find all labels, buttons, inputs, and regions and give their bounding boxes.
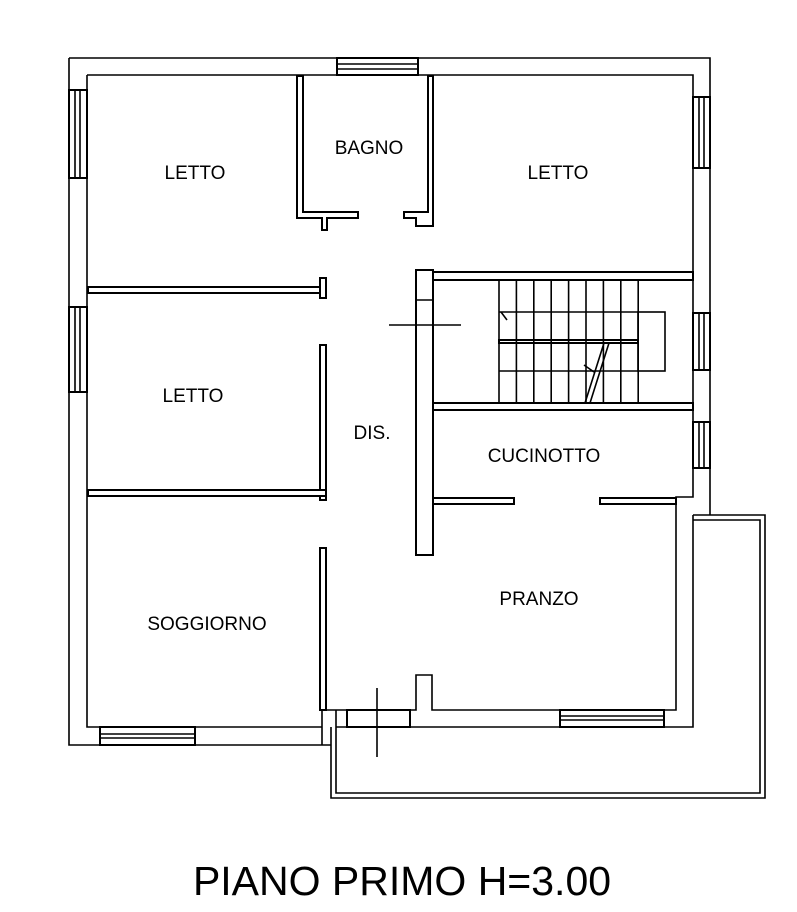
plan-title: PIANO PRIMO H=3.00 — [193, 858, 611, 904]
room-label-pranzo: PRANZO — [499, 589, 578, 610]
staircase — [498, 280, 666, 404]
door-markers — [376, 324, 461, 757]
room-label-cucinotto: CUCINOTTO — [488, 446, 601, 467]
room-label-dis: DIS. — [354, 423, 391, 444]
interior-walls — [87, 75, 694, 711]
room-label-letto-nw: LETTO — [165, 163, 226, 184]
room-label-soggiorno: SOGGIORNO — [147, 614, 266, 635]
room-label-letto-w: LETTO — [163, 386, 224, 407]
room-label-letto-ne: LETTO — [528, 163, 589, 184]
windows — [68, 57, 711, 746]
room-label-bagno: BAGNO — [335, 138, 404, 159]
terrace — [330, 514, 766, 799]
